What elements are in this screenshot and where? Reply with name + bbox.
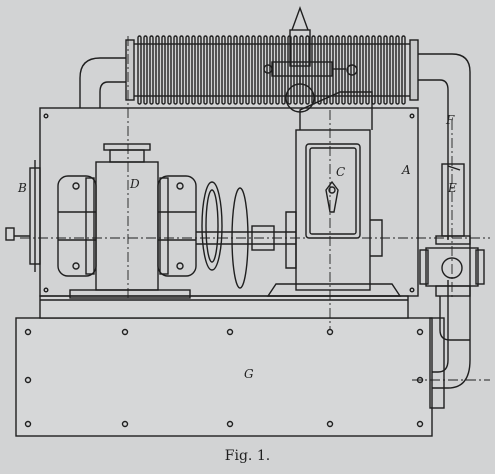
figure-caption: Fig. 1. bbox=[224, 448, 271, 464]
pipe-f bbox=[418, 53, 471, 389]
coil-fin bbox=[281, 35, 286, 105]
center-lines bbox=[20, 36, 490, 381]
coil-fin bbox=[251, 35, 256, 105]
expansion-valve bbox=[263, 5, 373, 130]
coil-fin bbox=[347, 35, 352, 105]
label-a: A bbox=[401, 163, 411, 177]
label-g: G bbox=[244, 367, 254, 381]
coil-fin bbox=[383, 35, 388, 105]
motor-c bbox=[266, 129, 402, 297]
coil-fin bbox=[239, 35, 244, 105]
coil-fin bbox=[317, 35, 322, 105]
coil-fin bbox=[269, 35, 274, 105]
coil-fin bbox=[377, 35, 382, 105]
coil-fin bbox=[389, 35, 394, 105]
coil-fin bbox=[305, 35, 310, 105]
coil-fin bbox=[197, 35, 202, 105]
coil-fin bbox=[365, 35, 370, 105]
coil-fin bbox=[155, 35, 160, 105]
coil-fin bbox=[341, 35, 346, 105]
coil-fin bbox=[215, 35, 220, 105]
coil-fin bbox=[329, 35, 334, 105]
coil-fin bbox=[161, 35, 166, 105]
valve-b bbox=[5, 160, 41, 272]
label-b: B bbox=[17, 181, 27, 195]
base-bolts bbox=[24, 328, 424, 428]
coil-fin bbox=[221, 35, 226, 105]
base-tank bbox=[15, 295, 433, 437]
coil-fin bbox=[143, 35, 148, 105]
label-e: E bbox=[447, 181, 457, 195]
coil-fin bbox=[167, 35, 172, 105]
compressor-d bbox=[57, 143, 197, 299]
cooling-coil bbox=[125, 35, 419, 105]
coil-fin bbox=[179, 35, 184, 105]
label-d: D bbox=[129, 177, 140, 191]
coil-fin bbox=[173, 35, 178, 105]
drain-pipe bbox=[429, 317, 445, 409]
coil-fin bbox=[275, 35, 280, 105]
coil-fin bbox=[203, 35, 208, 105]
coil-fin bbox=[233, 35, 238, 105]
label-f: F bbox=[445, 113, 455, 127]
flywheel bbox=[196, 181, 296, 289]
coil-fin bbox=[245, 35, 250, 105]
coil-fin bbox=[371, 35, 376, 105]
coil-fin bbox=[185, 35, 190, 105]
left-pipe bbox=[79, 57, 126, 108]
coil-fin bbox=[323, 35, 328, 105]
coil-fin bbox=[359, 35, 364, 105]
coil-fin bbox=[209, 35, 214, 105]
coil-fin bbox=[335, 35, 340, 105]
coil-fin bbox=[191, 35, 196, 105]
coil-fin bbox=[401, 35, 406, 105]
coil-fin bbox=[227, 35, 232, 105]
coil-fin bbox=[257, 35, 262, 105]
coil-fin bbox=[299, 35, 304, 105]
coil-fin bbox=[137, 35, 142, 105]
coil-fin bbox=[395, 35, 400, 105]
coil-fin bbox=[149, 35, 154, 105]
label-c: C bbox=[336, 165, 345, 179]
coil-fin bbox=[293, 35, 298, 105]
